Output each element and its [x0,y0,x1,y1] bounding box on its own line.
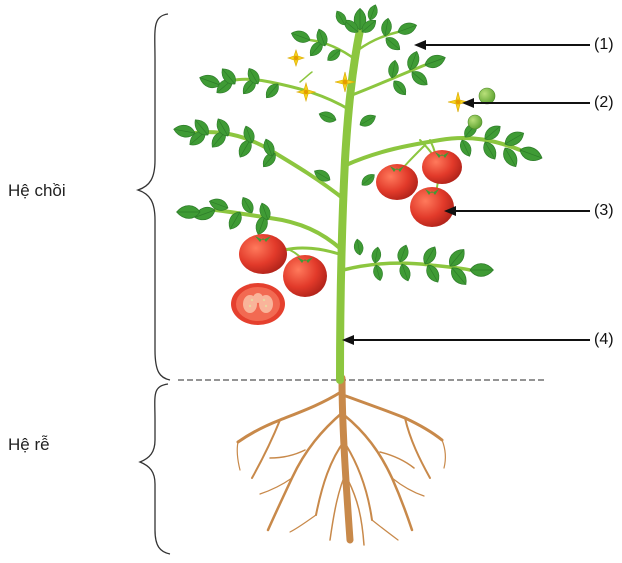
root-system [237,378,445,545]
shoot-system-brace [138,14,170,380]
callout-label-1: (1) [594,36,614,54]
callout-label-2: (2) [594,94,614,112]
root-system-brace [140,384,170,554]
shoot-system-label: Hệ chồi [8,181,66,201]
callout-arrows [342,40,590,345]
green-fruits [468,88,495,129]
callout-label-3: (3) [594,202,614,220]
callout-label-4: (4) [594,331,614,349]
root-system-label: Hệ rễ [8,435,50,455]
